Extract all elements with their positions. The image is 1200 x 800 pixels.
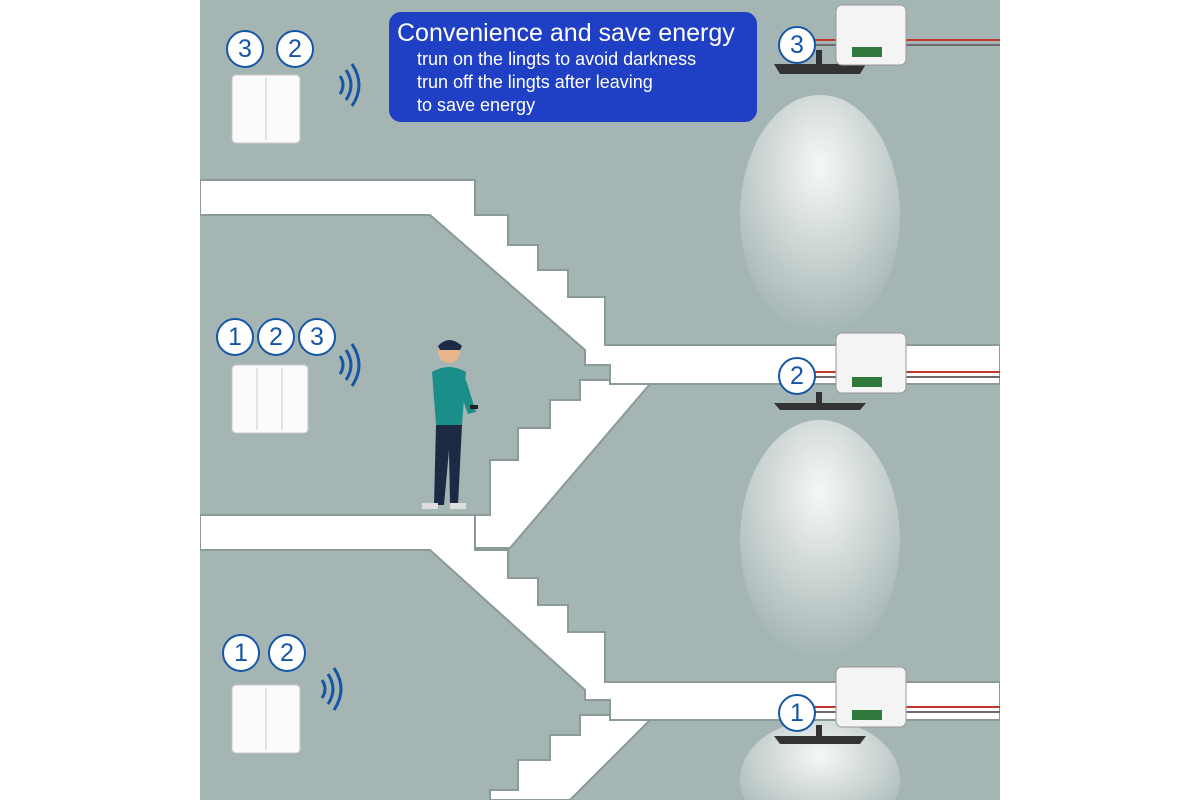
wall-switches [231,74,309,754]
banner-line-2: trun off the lingts after leaving [417,72,653,92]
middle-stairs [200,379,1000,721]
info-banner: Convenience and save energy trun on the … [389,12,757,122]
terminal-block-2 [852,377,882,387]
banner-title: Convenience and save energy [397,19,735,47]
banner-line-1: trun on the lingts to avoid darkness [417,49,697,69]
light-beam-2 [740,420,900,660]
middle-switch-badge-3: 3 [298,318,336,356]
middle-switch-badge-1: 1 [216,318,254,356]
module-badge-3: 3 [778,26,816,64]
module-badge-2: 2 [778,357,816,395]
middle-switch-badge-2: 2 [257,318,295,356]
top-switch-badge-2: 2 [276,30,314,68]
lower-stairs [489,714,653,800]
terminal-block-1 [852,710,882,720]
staircase-illustration [200,0,1000,800]
top-switch-badge-1: 3 [226,30,264,68]
banner-line-3: to save energy [417,95,536,115]
module-badge-1: 1 [778,694,816,732]
bottom-switch-badge-1: 1 [222,634,260,672]
terminal-block-3 [852,47,882,57]
light-beam-3 [740,95,900,335]
bottom-switch-badge-2: 2 [268,634,306,672]
person-with-phone [422,340,478,509]
ceiling-lights [774,50,866,744]
wireless-signal-icon [320,63,361,711]
upper-stairs [200,179,1000,385]
